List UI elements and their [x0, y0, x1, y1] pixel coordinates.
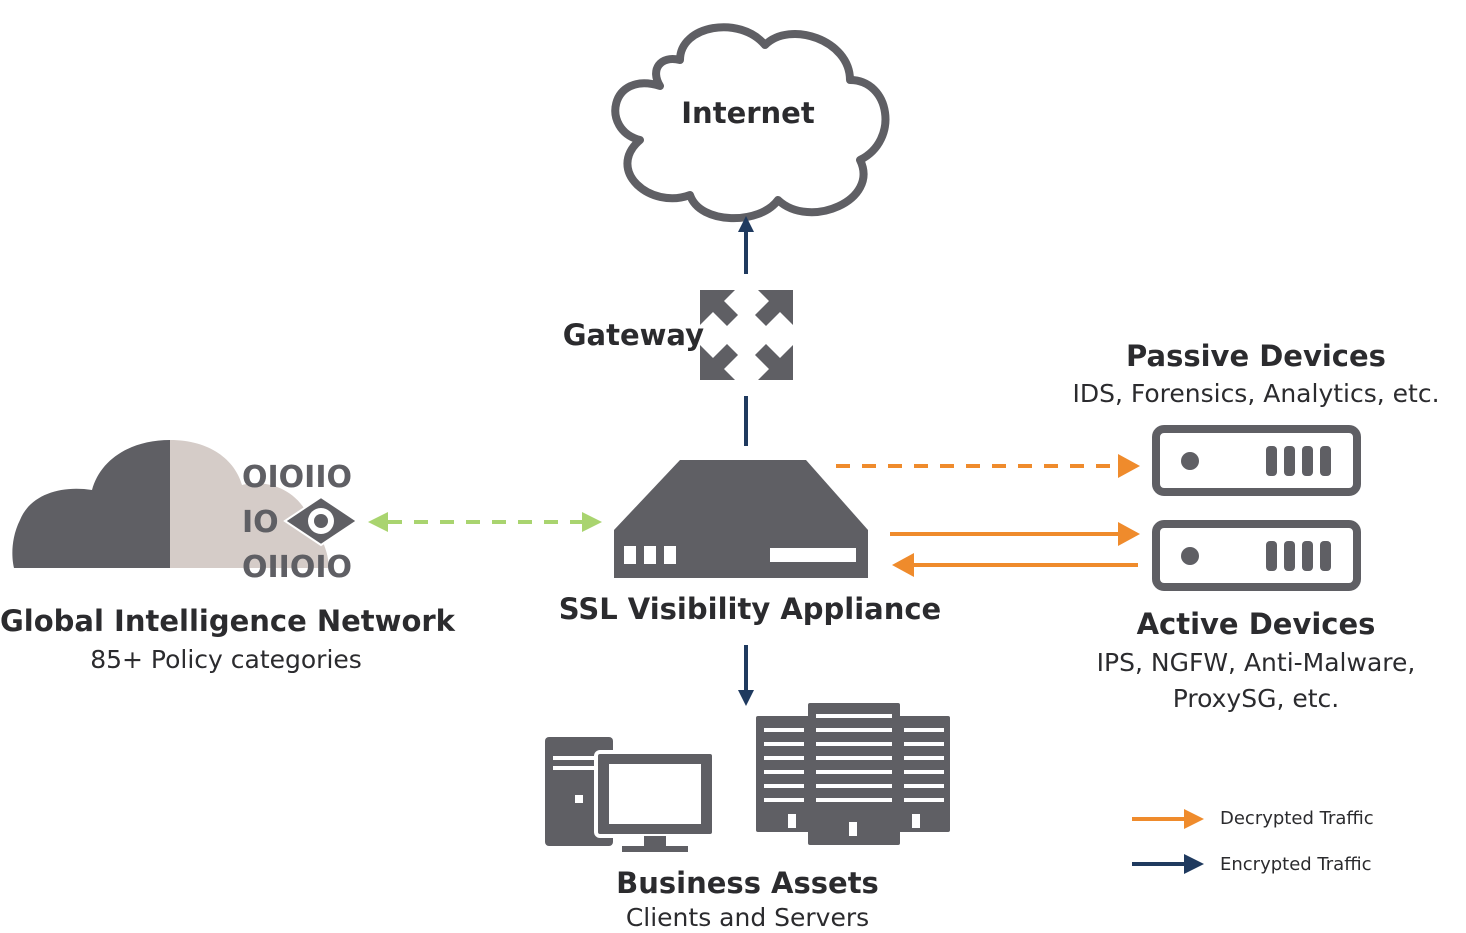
global-intelligence-cloud-icon: OIOIIO IO OIIOIO: [12, 440, 359, 585]
passive-arrowhead: [1118, 454, 1140, 478]
active-return-arrowhead: [892, 553, 914, 577]
binary-row-3: OIIOIO: [242, 550, 352, 585]
passive-devices-subtitle: IDS, Forensics, Analytics, etc.: [1072, 379, 1440, 408]
active-devices-subtitle-line2: ProxySG, etc.: [1172, 684, 1340, 713]
business-assets-title: Business Assets: [616, 866, 879, 900]
internet-cloud-icon: [611, 23, 890, 223]
active-devices-subtitle-line1: IPS, NGFW, Anti-Malware,: [1096, 648, 1416, 677]
binary-row-1: OIOIIO: [242, 460, 352, 495]
business-assets-subtitle: Clients and Servers: [625, 903, 870, 932]
internet-label: Internet: [681, 96, 815, 130]
passive-devices-title: Passive Devices: [1126, 339, 1386, 373]
legend-decrypted-arrowhead: [1184, 809, 1204, 829]
global-intelligence-subtitle: 85+ Policy categories: [90, 645, 362, 674]
passive-device-icon: [1152, 425, 1361, 496]
server-rack-icon: [756, 703, 950, 845]
active-devices-title: Active Devices: [1136, 607, 1376, 641]
eye-icon: [283, 495, 359, 547]
ssl-appliance-label: SSL Visibility Appliance: [558, 592, 942, 626]
global-intelligence-title: Global Intelligence Network: [0, 604, 455, 638]
intel-right-arrowhead: [582, 512, 602, 532]
ssl-appliance-icon: [614, 460, 868, 578]
active-device-icon: [1152, 520, 1361, 591]
gateway-arrows-icon: [700, 290, 793, 380]
binary-row-2: IO: [242, 505, 279, 540]
legend-encrypted-label: Encrypted Traffic: [1220, 854, 1372, 875]
intel-left-arrowhead: [368, 512, 388, 532]
client-computer-icon: [545, 737, 716, 852]
legend-decrypted-label: Decrypted Traffic: [1220, 808, 1374, 829]
gateway-label: Gateway: [562, 318, 704, 352]
active-forward-arrowhead: [1118, 522, 1140, 546]
legend-encrypted-arrowhead: [1184, 854, 1204, 874]
